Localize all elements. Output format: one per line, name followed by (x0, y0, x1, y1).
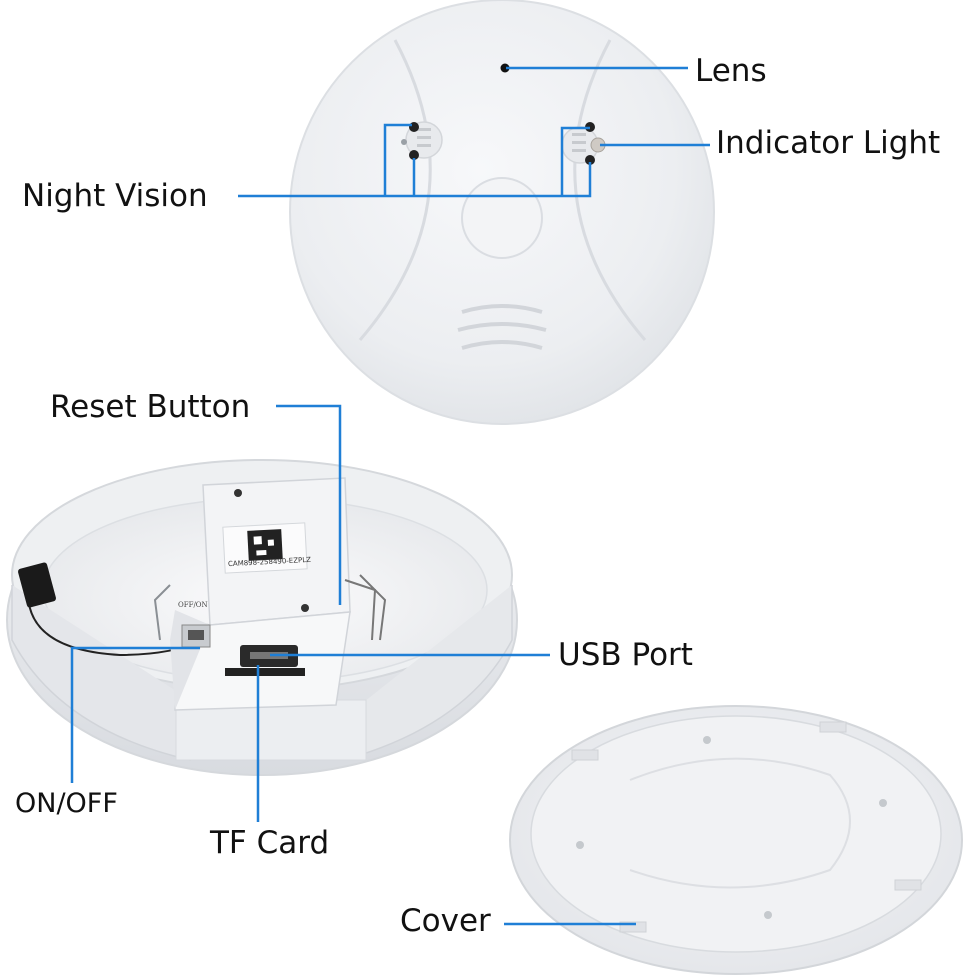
tf-card-label: TF Card (210, 825, 330, 861)
lens-label: Lens (695, 53, 767, 89)
leader-lines (70, 66, 710, 926)
leader-night-vision (238, 123, 592, 198)
cover-plate (509, 705, 963, 975)
detector-front (289, 0, 715, 425)
detector-base (6, 459, 518, 776)
on-off-label: ON/OFF (15, 788, 118, 819)
reset-button-label: Reset Button (50, 389, 251, 425)
cover-label: Cover (400, 903, 491, 939)
switch-marking: OFF/ON (178, 601, 208, 609)
indicator-light-label: Indicator Light (716, 125, 941, 161)
leader-reset (276, 404, 342, 605)
leader-on-off (70, 646, 200, 783)
night-vision-label: Night Vision (22, 178, 208, 214)
usb-port-label: USB Port (558, 637, 693, 673)
